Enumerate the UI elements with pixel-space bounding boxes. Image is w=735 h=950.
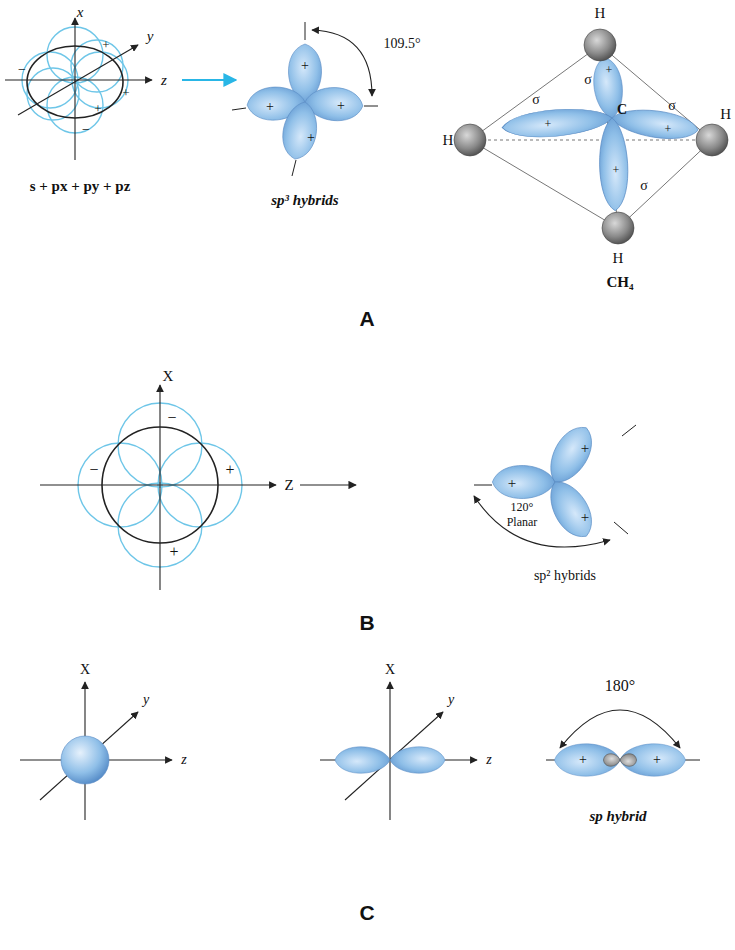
orbital-label: + [102, 38, 109, 51]
panel-letter: B [359, 612, 374, 633]
orbital-label: + [122, 86, 129, 99]
p-orbital [335, 747, 445, 773]
sp3-lobes [232, 22, 378, 176]
orbital-label: + [606, 64, 613, 76]
orbital-label: Planar [507, 516, 538, 528]
orbital-label: + [307, 131, 315, 145]
orbital-label: y [147, 29, 154, 44]
orbital-label: z [486, 753, 491, 767]
orbital-label: CH₄ [607, 275, 634, 290]
orbital-label: + [225, 462, 234, 478]
panel-letter: C [359, 902, 374, 923]
orbital-label: H [595, 6, 606, 21]
orbital-label: 109.5° [383, 37, 420, 51]
axes-c2 [320, 682, 477, 820]
hydrogen-atoms [454, 29, 728, 244]
panel-letter: A [359, 308, 374, 329]
sp-hybrid [546, 744, 700, 776]
orbital-label: H [613, 251, 624, 266]
ch4-tetrahedron [470, 45, 712, 228]
orbital-label: − [82, 123, 90, 137]
orbital-label: + [665, 123, 672, 135]
orbital-label: + [581, 441, 589, 456]
orbital-label: 120° [511, 501, 534, 513]
orbital-label: + [581, 510, 589, 525]
transform-arrow [182, 79, 236, 81]
orbital-label: sp² hybrids [534, 569, 596, 583]
angle-arc [474, 496, 610, 547]
orbital-label: sp³ hybrids [271, 193, 338, 208]
sp2-lobes [474, 419, 636, 544]
axes-a [5, 18, 152, 160]
orbital-label: − [167, 410, 176, 426]
orbital-label: z [181, 753, 186, 767]
orbital-label: 180° [605, 678, 635, 694]
orbital-label: + [337, 99, 345, 113]
orbital-label: σ [668, 99, 676, 113]
angle-arc [312, 30, 372, 96]
orbital-label: − [18, 63, 26, 77]
axes-c1 [20, 682, 172, 820]
orbital-label: y [143, 693, 149, 707]
orbital-label: C [617, 103, 627, 117]
orbital-label: H [443, 133, 454, 148]
orbital-label: σ [640, 179, 648, 193]
orbital-label: + [613, 164, 620, 176]
s-orbital [61, 736, 109, 784]
orbital-label: sp hybrid [589, 809, 646, 824]
orbital-label: X [80, 663, 90, 677]
orbital-label: + [545, 118, 552, 130]
orbital-label: + [169, 544, 178, 560]
orbital-label: Z [284, 478, 293, 493]
orbital-label: − [89, 462, 98, 478]
orbital-label: y [448, 693, 454, 707]
orbital-label: z [161, 73, 167, 88]
angle-arc [560, 710, 680, 748]
transform-arrow [300, 484, 356, 485]
orbital-label: + [94, 102, 101, 115]
orbital-label: X [385, 663, 395, 677]
axes-b [40, 385, 276, 590]
orbital-label: H [720, 107, 731, 122]
orbital-label: X [163, 369, 174, 384]
orbital-label: + [266, 100, 274, 114]
orbital-label: s + px + py + pz [30, 179, 131, 194]
orbital-label: + [508, 476, 516, 491]
orbital-label: + [579, 753, 587, 767]
orbital-label: + [301, 59, 309, 73]
orbital-label: σ [532, 93, 540, 107]
orbital-label: x [77, 5, 84, 20]
orbital-label: σ [584, 73, 592, 87]
orbital-label: + [653, 753, 661, 767]
ch4-bond-lobes [501, 56, 700, 211]
